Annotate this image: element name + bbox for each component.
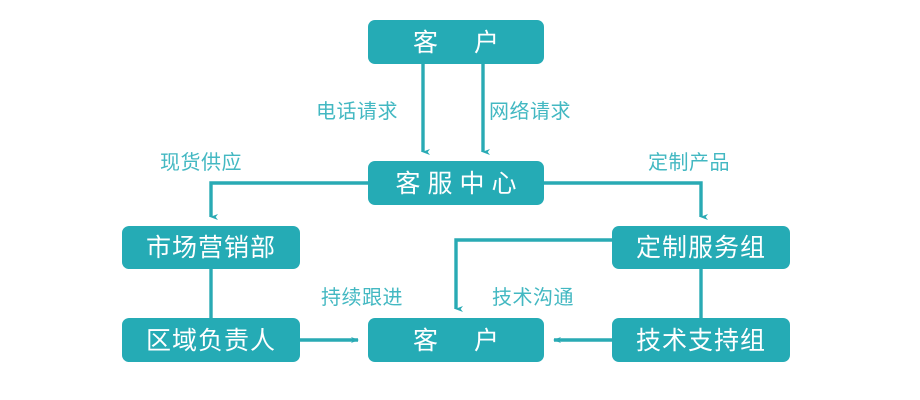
edge-label-tech-communication: 技术沟通	[492, 285, 574, 309]
edge-label-continuous-follow: 持续跟进	[321, 285, 403, 309]
node-customer-bottom[interactable]: 客 户	[368, 318, 544, 362]
node-region-manager[interactable]: 区域负责人	[122, 318, 300, 362]
node-customer-top[interactable]: 客 户	[368, 20, 544, 64]
edge-spot-supply	[209, 181, 368, 220]
edge-custom-service-to-customer	[454, 238, 612, 312]
edge-label-phone-request: 电话请求	[316, 99, 398, 123]
edge-custom-product	[544, 181, 708, 220]
edge-label-web-request: 网络请求	[489, 99, 571, 123]
node-tech-support-group[interactable]: 技术支持组	[612, 318, 790, 362]
edge-label-custom-product: 定制产品	[648, 150, 730, 174]
node-marketing-dept[interactable]: 市场营销部	[122, 226, 300, 269]
node-custom-service-group[interactable]: 定制服务组	[612, 226, 790, 269]
node-service-center[interactable]: 客服中心	[368, 161, 544, 205]
edge-label-spot-supply: 现货供应	[160, 150, 242, 174]
